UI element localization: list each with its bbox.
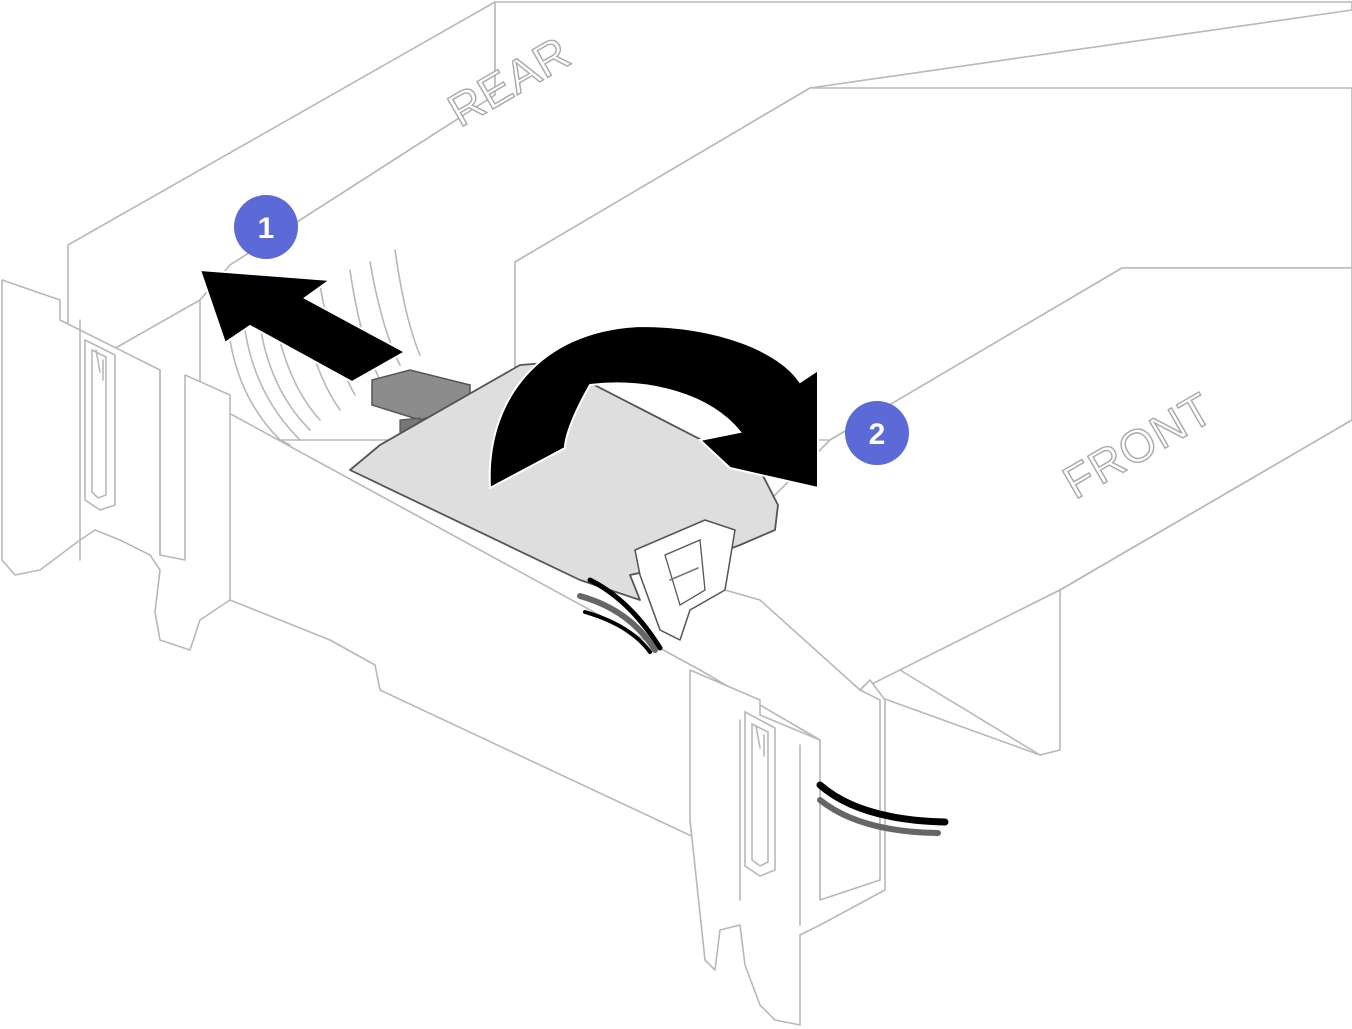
callout-1-circle	[234, 195, 298, 259]
callout-2-number: 2	[869, 418, 886, 451]
callout-2-circle	[845, 401, 909, 465]
callout-1: 1	[234, 195, 298, 259]
callout-1-number: 1	[258, 212, 275, 245]
arrow-straight-icon	[198, 268, 408, 384]
module-holder	[349, 361, 949, 836]
arrow-rotate-icon	[488, 324, 819, 490]
callout-2: 2	[845, 401, 909, 465]
